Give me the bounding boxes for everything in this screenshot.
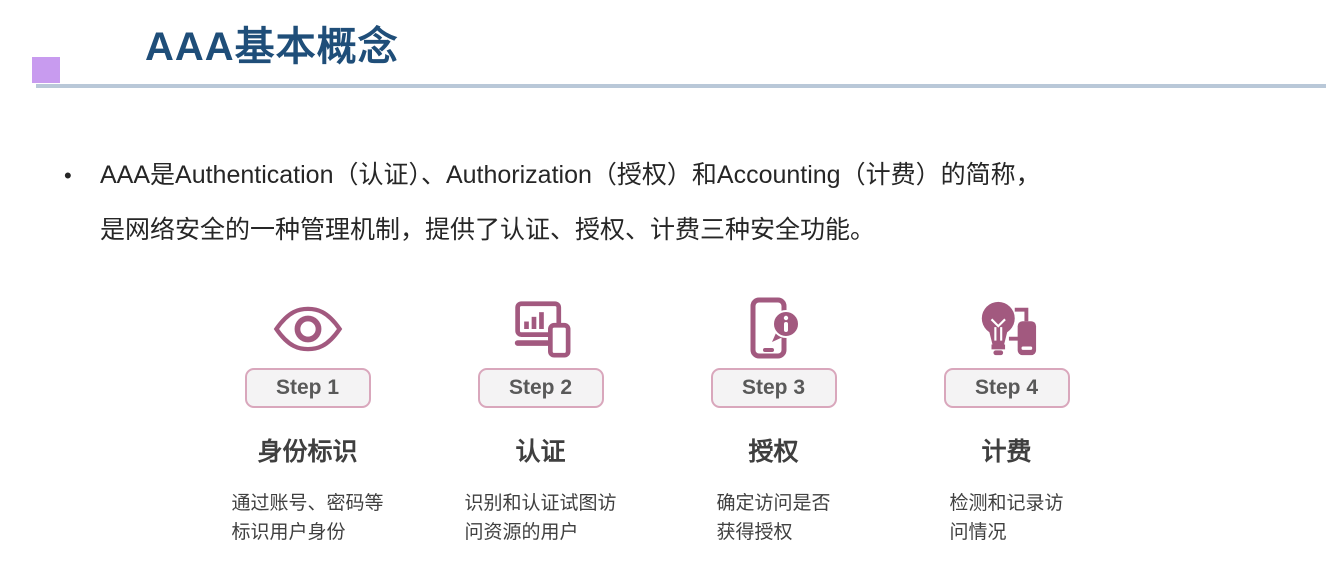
step-description: 检测和记录访 问情况	[949, 493, 1064, 543]
page-title: AAA基本概念	[145, 25, 399, 69]
bullet-dot: •	[64, 163, 72, 188]
phone-info-icon	[657, 293, 890, 365]
step-title: 授权	[748, 438, 799, 466]
step-column-1: Step 1 身份标识 通过账号、密码等 标识用户身份	[191, 293, 424, 547]
intro-text-line-1: AAA是Authentication（认证）、Authorization（授权）…	[100, 161, 1041, 189]
step-title: 身份标识	[257, 438, 358, 466]
step-description: 确定访问是否 获得授权	[716, 493, 831, 543]
step-description: 识别和认证试图访 问资源的用户	[464, 493, 617, 543]
step-column-3: Step 3 授权 确定访问是否 获得授权	[657, 293, 890, 547]
accent-square	[32, 57, 60, 83]
step-button: Step 4	[943, 368, 1070, 408]
intro-paragraph: • AAA是Authentication（认证）、Authorization（授…	[64, 148, 1314, 258]
bulb-device-icon	[890, 293, 1123, 365]
header-rule	[36, 84, 1326, 88]
step-title: 认证	[515, 438, 566, 466]
monitor-chart-phone-icon	[424, 293, 657, 365]
eye-icon	[191, 293, 424, 365]
steps-diagram: Step 1 身份标识 通过账号、密码等 标识用户身份	[191, 293, 1123, 547]
step-column-2: Step 2 认证 识别和认证试图访 问资源的用户	[424, 293, 657, 547]
step-title: 计费	[981, 438, 1032, 466]
intro-text-line-2: 是网络安全的一种管理机制，提供了认证、授权、计费三种安全功能。	[100, 216, 876, 244]
step-description: 通过账号、密码等 标识用户身份	[231, 493, 384, 543]
step-column-4: Step 4 计费 检测和记录访 问情况	[890, 293, 1123, 547]
step-button: Step 1	[244, 368, 371, 408]
step-button: Step 2	[477, 368, 604, 408]
step-button: Step 3	[710, 368, 837, 408]
